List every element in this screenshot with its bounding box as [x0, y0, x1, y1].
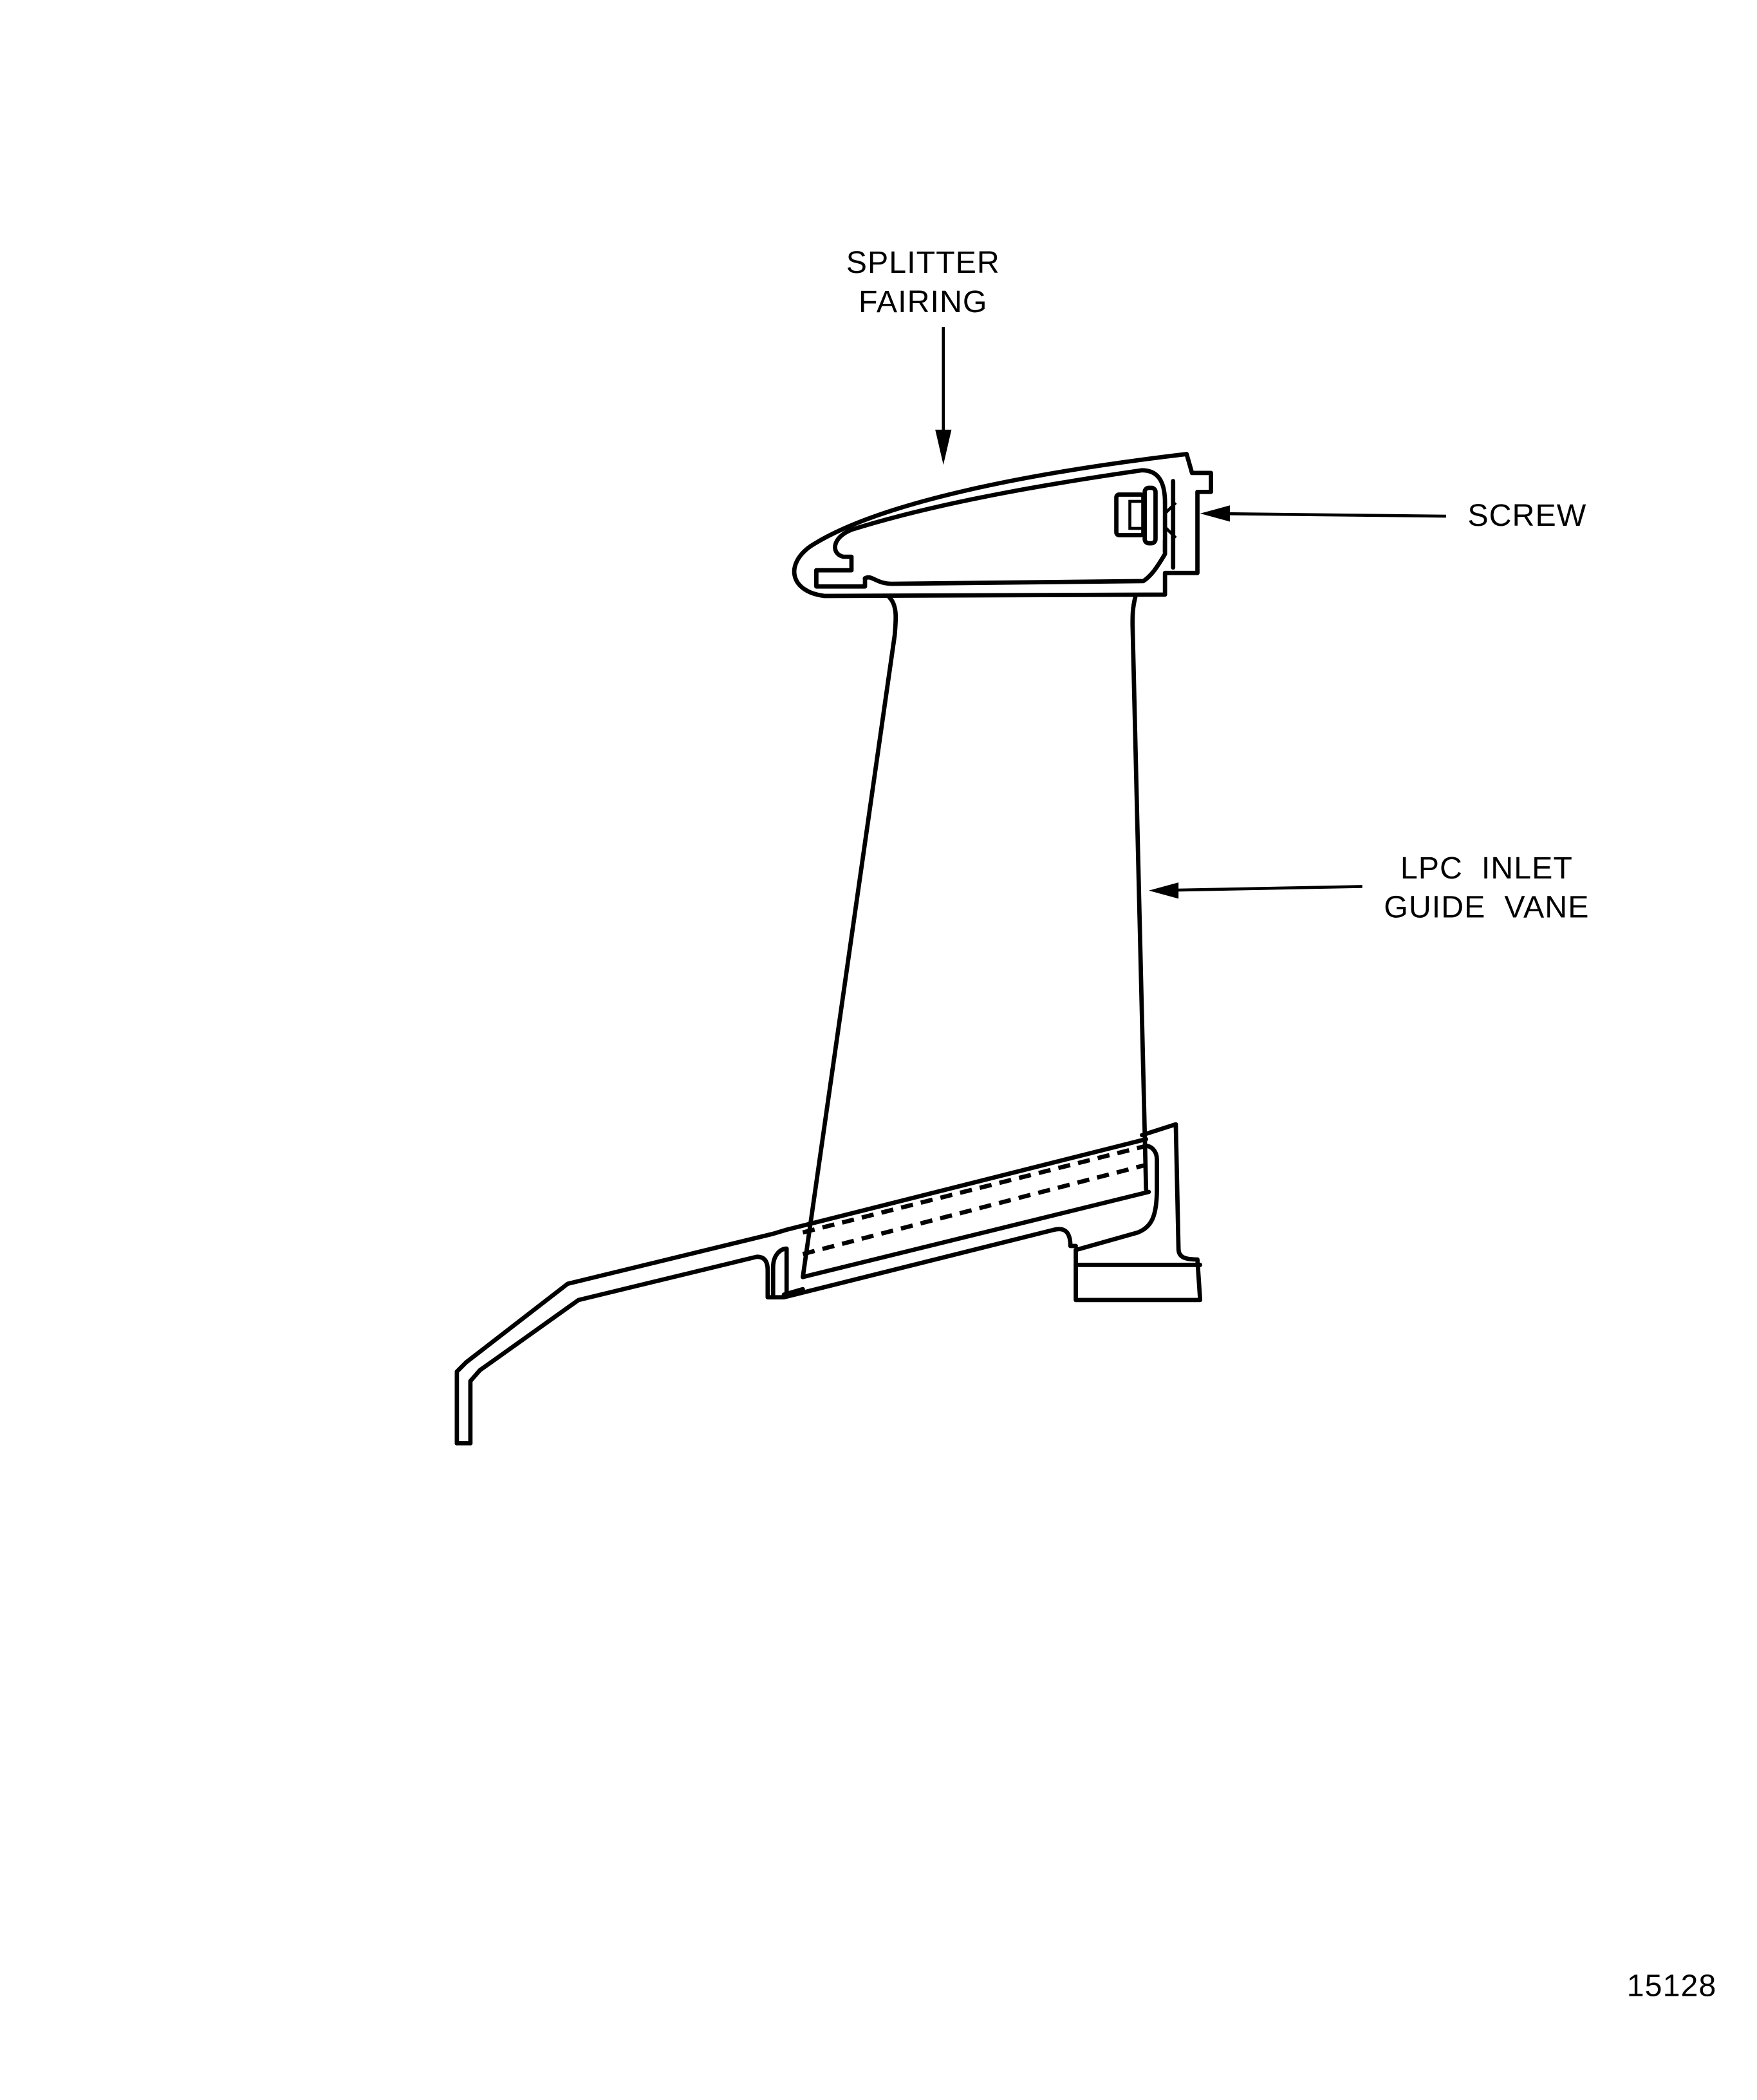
label-guide-vane-line1: LPC INLET: [1400, 851, 1573, 886]
screw: [1114, 485, 1177, 546]
label-splitter-fairing-line2: FAIRING: [859, 284, 988, 319]
leader-screw: [1200, 505, 1446, 522]
label-guide-vane-line2: GUIDE VANE: [1384, 890, 1589, 925]
inner-casing: [454, 1122, 1203, 1445]
label-splitter-fairing-line1: SPLITTER: [846, 245, 1000, 280]
lpc-inlet-guide-vane: [801, 595, 1151, 1279]
label-screw: SCREW: [1467, 498, 1586, 533]
splitter-fairing: [792, 452, 1213, 599]
figure-number: 15128: [1627, 1968, 1717, 2003]
leader-splitter-fairing: [935, 327, 952, 465]
leader-guide-vane: [1148, 882, 1362, 899]
